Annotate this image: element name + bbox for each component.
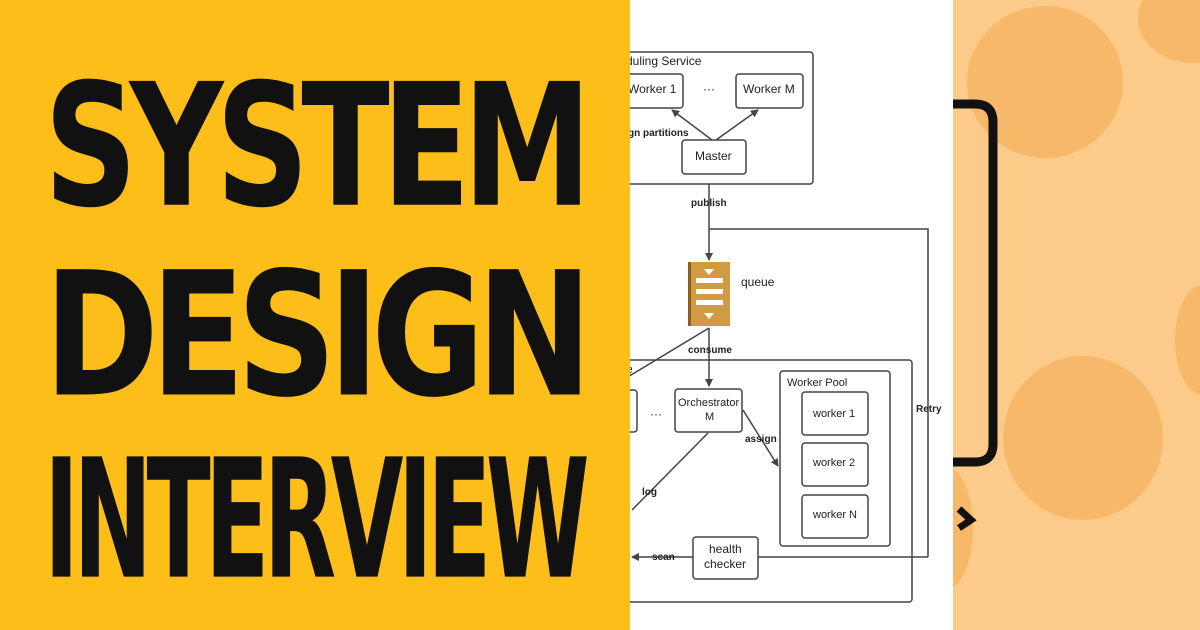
architecture-diagram: duling Service Worker 1 ··· Worker M gn … bbox=[630, 0, 953, 630]
master-label: Master bbox=[695, 149, 732, 163]
pool-worker-1-label: worker 1 bbox=[812, 408, 855, 420]
bracket-tail bbox=[956, 506, 977, 531]
scan-label: scan bbox=[652, 552, 675, 563]
health-label-2: checker bbox=[704, 557, 746, 571]
orchestrator-label-1: Orchestrator bbox=[678, 397, 739, 409]
retry-loop-line bbox=[709, 228, 929, 557]
worker-m-box bbox=[735, 73, 804, 109]
consume-label: consume bbox=[688, 345, 732, 356]
title-line-system: SYSTEM bbox=[44, 46, 592, 246]
cluster-label: e bbox=[630, 362, 633, 376]
assign-partitions-label: gn partitions bbox=[630, 128, 689, 139]
pool-worker-1-box bbox=[801, 391, 869, 436]
scheduling-service-label: duling Service bbox=[630, 54, 702, 68]
master-box bbox=[681, 139, 747, 175]
blob-right-edge bbox=[1175, 285, 1200, 395]
arrow-master-worker-1 bbox=[671, 109, 713, 141]
consume-branch-line bbox=[630, 327, 710, 377]
scheduling-service-box bbox=[630, 51, 814, 185]
worker-1-label: Worker 1 bbox=[630, 82, 677, 96]
queue-label: queue bbox=[741, 275, 775, 289]
bracket-shape bbox=[953, 99, 998, 467]
publish-label: publish bbox=[691, 198, 727, 209]
orchestrator-m-box bbox=[674, 388, 743, 433]
orchestrator-1-box bbox=[630, 389, 638, 433]
arrow-assign bbox=[742, 409, 779, 467]
log-line bbox=[631, 432, 709, 511]
blob-middle bbox=[1003, 356, 1163, 520]
pool-worker-n-label: worker N bbox=[812, 509, 857, 521]
assign-label: assign bbox=[745, 434, 777, 445]
decorative-panel bbox=[953, 0, 1200, 630]
log-label: log bbox=[642, 487, 657, 498]
pool-worker-2-box bbox=[801, 442, 869, 487]
title-line-interview: INTERVIEW bbox=[44, 423, 590, 617]
arrow-master-worker-m bbox=[715, 109, 759, 141]
retry-label: Retry bbox=[916, 404, 942, 415]
pool-worker-2-label: worker 2 bbox=[812, 457, 855, 469]
title-line-design: DESIGN bbox=[44, 234, 592, 436]
worker-pool-label: Worker Pool bbox=[787, 377, 847, 389]
book-cover: SYSTEM DESIGN INTERVIEW bbox=[0, 0, 630, 630]
queue-icon bbox=[688, 262, 730, 326]
worker-pool-box bbox=[779, 370, 891, 547]
ellipsis-top: ··· bbox=[703, 82, 715, 96]
worker-m-label: Worker M bbox=[743, 82, 795, 96]
worker-1-box bbox=[630, 73, 684, 109]
orchestrator-label-2: M bbox=[705, 411, 714, 423]
health-checker-box bbox=[692, 536, 759, 580]
pool-worker-n-box bbox=[801, 494, 869, 539]
blob-top-right bbox=[1138, 0, 1200, 63]
decorative-background bbox=[953, 0, 1200, 630]
diagram-canvas: duling Service Worker 1 ··· Worker M gn … bbox=[630, 51, 942, 603]
health-label-1: health bbox=[709, 542, 742, 556]
ellipsis-mid: ··· bbox=[650, 407, 662, 421]
cluster-box bbox=[630, 359, 913, 603]
blob-top bbox=[967, 6, 1123, 158]
